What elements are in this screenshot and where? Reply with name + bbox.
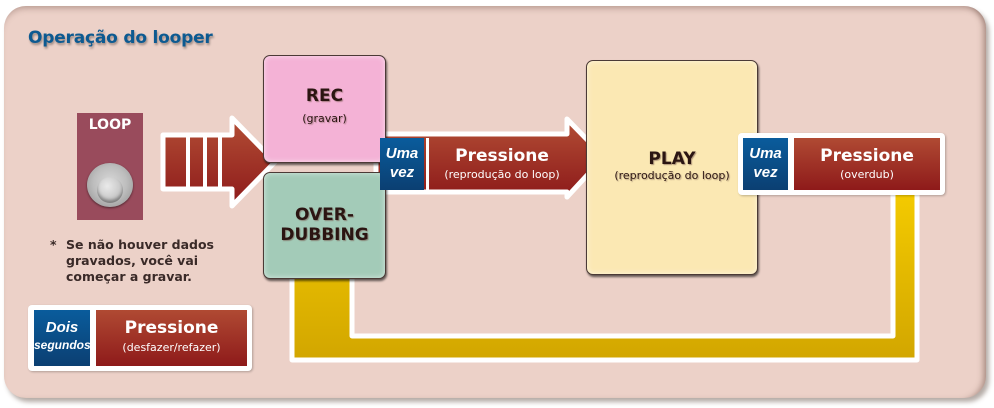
action-press-play: Pressione (reprodução do loop) [432, 146, 572, 181]
count-line: vez [389, 164, 415, 181]
action-label: Pressione [124, 318, 219, 338]
action-sub: (desfazer/refazer) [122, 341, 221, 354]
count-line: Uma [749, 145, 782, 162]
count-badge-two-seconds: Dois segundos [34, 310, 91, 366]
press-overdub-box: Pressione (overdub) [794, 138, 940, 190]
state-overdub-line2: DUBBING [280, 225, 369, 245]
action-sub: (overdub) [840, 168, 894, 181]
count-line: vez [753, 164, 778, 181]
count-badge-once: Uma vez [380, 138, 424, 190]
footnote-line: Se não houver dados [66, 237, 214, 252]
state-overdubbing: OVER- DUBBING [263, 172, 386, 279]
press-undo-redo-box: Pressione (desfazer/refazer) [96, 310, 247, 366]
state-rec-label: REC [305, 86, 344, 106]
state-rec-sub: (gravar) [302, 112, 347, 125]
action-label: Pressione [455, 146, 549, 166]
action-sub: (reprodução do loop) [444, 168, 560, 181]
footnote-line: gravados, você vai [66, 253, 199, 268]
count-line: Uma [385, 145, 419, 162]
footnote-marker: * [50, 237, 57, 252]
divider [426, 138, 429, 190]
loop-pedal-label: LOOP [88, 117, 132, 133]
action-label: Pressione [820, 146, 914, 166]
footnote-line: começar a gravar. [66, 269, 192, 284]
footswitch-icon[interactable] [87, 163, 133, 207]
state-play-sub: (reprodução do loop) [614, 169, 730, 182]
diagram-title: Operação do looper [28, 28, 213, 48]
loop-pedal[interactable]: LOOP [77, 113, 143, 220]
state-overdub-line1: OVER- [295, 205, 354, 225]
count-line: Dois [45, 319, 79, 336]
count-line: segundos [34, 338, 91, 352]
to-play-arrow [373, 116, 607, 200]
state-play-label: PLAY [648, 149, 696, 169]
state-play: PLAY (reprodução do loop) [586, 60, 758, 275]
state-rec: REC (gravar) [263, 55, 386, 163]
count-badge-once: Uma vez [743, 138, 788, 190]
